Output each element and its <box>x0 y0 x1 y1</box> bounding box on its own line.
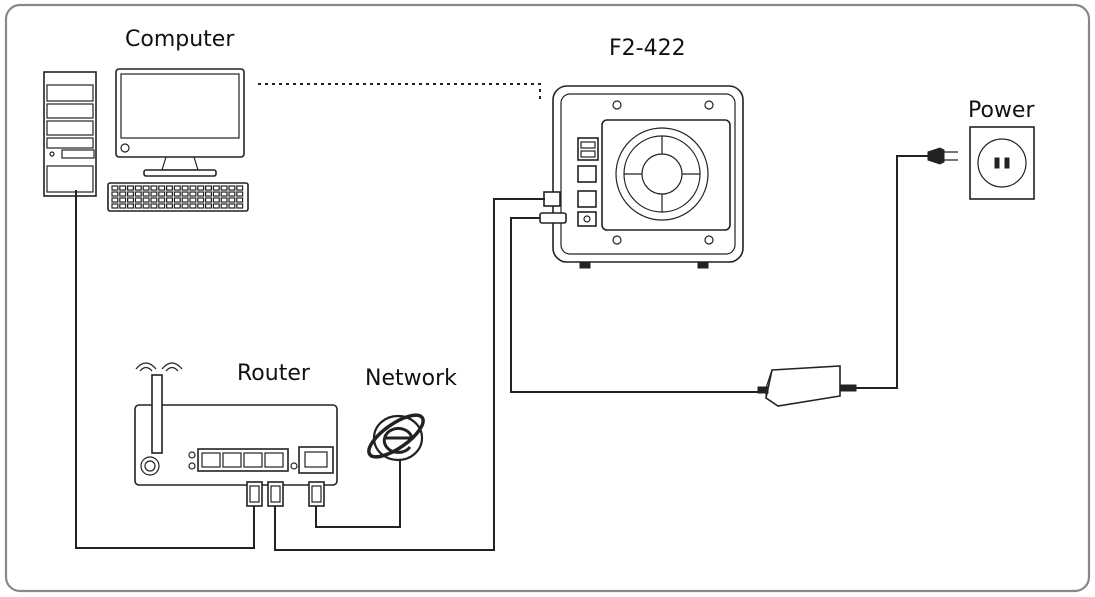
router-icon <box>134 362 338 486</box>
keyboard-key <box>142 197 150 203</box>
keyboard-key <box>158 185 166 191</box>
keyboard-key <box>142 203 150 209</box>
keyboard-key <box>119 191 127 197</box>
keyboard-key <box>126 197 134 203</box>
keyboard-key <box>236 197 244 203</box>
nas-label: F2-422 <box>609 36 686 61</box>
keyboard-key <box>181 191 189 197</box>
keyboard-key <box>181 185 189 191</box>
power-outlet-icon <box>969 126 1035 200</box>
power-adapter-icon <box>757 365 857 407</box>
keyboard-key <box>197 197 205 203</box>
keyboard-key <box>111 185 119 191</box>
keyboard-key <box>158 191 166 197</box>
keyboard-key <box>166 185 174 191</box>
desktop-tower-icon <box>43 71 97 197</box>
keyboard-key <box>220 203 228 209</box>
keyboard-key <box>236 191 244 197</box>
keyboard-key <box>126 191 134 197</box>
keyboard-key <box>236 203 244 209</box>
keyboard-key <box>212 191 220 197</box>
keyboard-key <box>220 185 228 191</box>
diagram-frame <box>4 3 1091 593</box>
power-label: Power <box>968 98 1035 123</box>
keyboard-key <box>150 197 158 203</box>
power-plug-icon <box>927 147 958 165</box>
keyboard-key <box>173 185 181 191</box>
keyboard-key <box>173 203 181 209</box>
keyboard-key <box>134 191 142 197</box>
internet-explorer-icon <box>367 413 425 462</box>
keyboard-icon <box>107 182 249 212</box>
keyboard-key <box>220 197 228 203</box>
monitor-icon <box>115 68 245 177</box>
keyboard-key <box>126 185 134 191</box>
keyboard-key <box>205 203 213 209</box>
keyboard-key <box>212 185 220 191</box>
dotted-link <box>258 83 541 101</box>
router-label: Router <box>237 361 311 386</box>
keyboard-key <box>228 185 236 191</box>
keyboard-key <box>173 191 181 197</box>
keyboard-key <box>134 203 142 209</box>
computer-label: Computer <box>125 27 235 52</box>
cables <box>75 155 928 551</box>
keyboard-key <box>166 203 174 209</box>
keyboard-key <box>189 191 197 197</box>
keyboard-key <box>150 185 158 191</box>
keyboard-key <box>111 197 119 203</box>
keyboard-key <box>189 185 197 191</box>
keyboard-key <box>142 185 150 191</box>
keyboard-key <box>119 203 127 209</box>
keyboard-key <box>228 203 236 209</box>
keyboard-key <box>166 197 174 203</box>
keyboard-key <box>181 197 189 203</box>
keyboard-key <box>205 191 213 197</box>
keyboard-key <box>158 203 166 209</box>
keyboard-key <box>212 197 220 203</box>
keyboard-key <box>220 191 228 197</box>
keyboard-key <box>189 197 197 203</box>
keyboard-key <box>228 191 236 197</box>
keyboard-key <box>212 203 220 209</box>
keyboard-key <box>142 191 150 197</box>
keyboard-key <box>197 203 205 209</box>
keyboard-key <box>197 191 205 197</box>
keyboard-key <box>181 203 189 209</box>
keyboard-key <box>158 197 166 203</box>
keyboard-key <box>236 185 244 191</box>
keyboard-key <box>166 191 174 197</box>
keyboard-key <box>111 191 119 197</box>
keyboard-key <box>173 197 181 203</box>
keyboard-key <box>134 185 142 191</box>
keyboard-key <box>197 185 205 191</box>
nas-icon <box>539 85 744 269</box>
keyboard-key <box>228 197 236 203</box>
keyboard-key <box>189 203 197 209</box>
keyboard-key <box>134 197 142 203</box>
keyboard-key <box>119 197 127 203</box>
keyboard-key <box>150 203 158 209</box>
keyboard-key <box>126 203 134 209</box>
network-label: Network <box>365 366 457 391</box>
keyboard-key <box>111 203 119 209</box>
keyboard-key <box>150 191 158 197</box>
keyboard-key <box>205 185 213 191</box>
keyboard-key <box>119 185 127 191</box>
keyboard-key <box>205 197 213 203</box>
